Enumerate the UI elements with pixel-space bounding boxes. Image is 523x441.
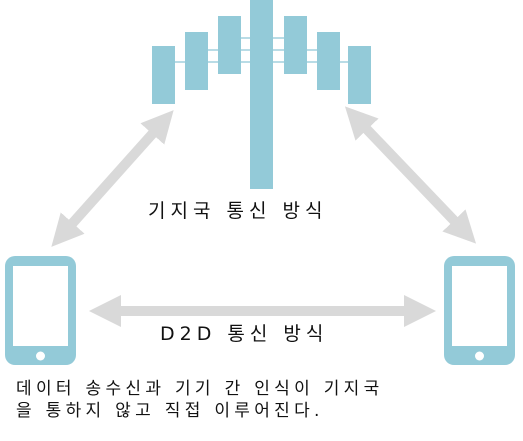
- cell-tower-icon: [152, 0, 371, 189]
- tower-antenna: [348, 46, 371, 104]
- d2d-label: D2D 통신 방식: [160, 323, 329, 345]
- tower-antenna: [284, 16, 307, 74]
- caption: 데이터 송수신과 기기 간 인식이 기지국 을 통하지 않고 직접 이루어진다.: [16, 378, 516, 422]
- left-device-screen: [13, 266, 68, 346]
- left-device-home-button: [36, 351, 45, 361]
- tablet-icon: [444, 256, 515, 365]
- caption-line-1: 데이터 송수신과 기기 간 인식이 기지국: [16, 379, 384, 399]
- tower-antenna: [185, 32, 208, 90]
- tablet-icon: [5, 256, 76, 365]
- arrow-right-device-to-tower: [344, 106, 477, 244]
- tower-mast: [250, 0, 273, 189]
- tower-antenna: [218, 16, 241, 74]
- caption-line-2: 을 통하지 않고 직접 이루어진다.: [16, 401, 324, 421]
- tower-antenna: [317, 32, 340, 90]
- right-device-home-button: [475, 351, 484, 361]
- base-station-label: 기지국 통신 방식: [148, 200, 328, 222]
- right-device-screen: [452, 266, 507, 346]
- arrow-left-device-to-tower: [51, 110, 174, 247]
- tower-antenna: [152, 46, 175, 104]
